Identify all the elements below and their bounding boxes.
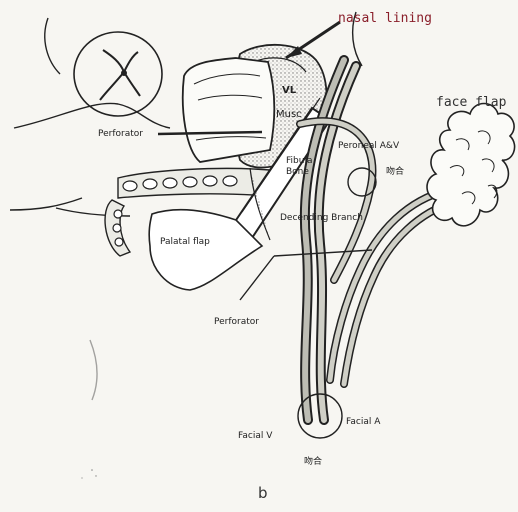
label-palatal-flap: Palatal flap — [160, 238, 210, 247]
scan-marks — [81, 469, 96, 478]
label-decending-branch: Decending Branch — [280, 214, 363, 223]
label-musc: Musc — [276, 110, 302, 120]
vl-muscle-flap — [183, 58, 274, 162]
side-plate — [105, 200, 130, 256]
label-facial-v: Facial V — [238, 432, 272, 441]
label-vl: VL — [282, 86, 296, 96]
label-face-flap: face flap — [436, 96, 506, 109]
label-nasal-lining: nasal lining — [338, 12, 432, 25]
label-peroneal-av: Peroneal A&V — [338, 142, 399, 151]
label-fibula-bone: Fibula Bone — [286, 156, 312, 178]
label-facial-a: Facial A — [346, 418, 380, 427]
figure-letter: b — [258, 486, 268, 501]
label-perforator-bottom: Perforator — [214, 318, 259, 327]
label-perforator-top: Perforator — [98, 130, 143, 139]
label-anastomosis-upper: 吻合 — [386, 168, 404, 177]
palatal-plate — [118, 168, 270, 198]
face-flap-shape — [427, 104, 515, 226]
label-anastomosis-lower: 吻合 — [304, 458, 322, 467]
